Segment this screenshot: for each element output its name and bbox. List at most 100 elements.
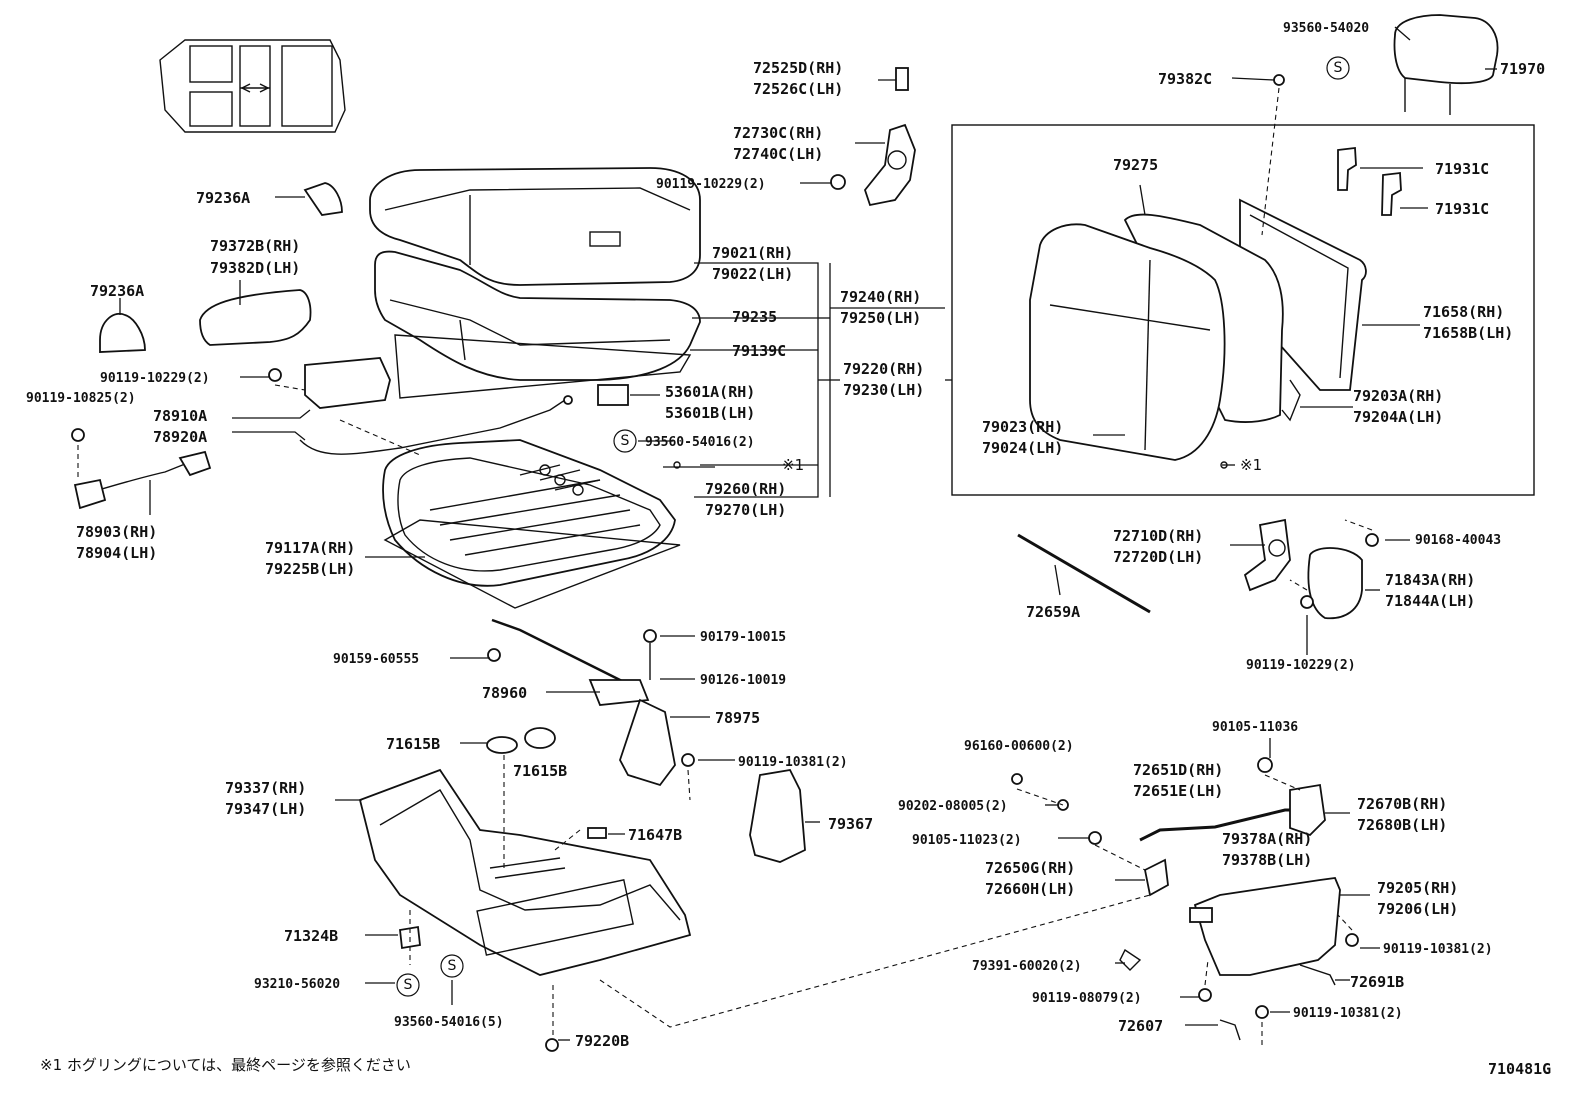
- label-90179-10015: 90179-10015: [700, 630, 786, 645]
- label-90105-11023: 90105-11023(2): [912, 833, 1022, 848]
- s-symbol-2: S: [613, 429, 637, 453]
- label-93560-54016-2: 93560-54016(2): [645, 435, 755, 450]
- s-symbols: S S S S: [396, 56, 1350, 997]
- label-72691B: 72691B: [1350, 973, 1404, 991]
- recliner-linkage: [487, 618, 695, 787]
- label-79236A-top: 79236A: [196, 189, 250, 207]
- label-90159-60555: 90159-60555: [333, 652, 419, 667]
- dashed-reference-lines: [77, 87, 1373, 1045]
- label-79367: 79367: [828, 815, 873, 833]
- label-72526C: 72526C(LH): [753, 80, 843, 98]
- label-78904: 78904(LH): [76, 544, 157, 562]
- figure-code: 710481G: [1488, 1060, 1551, 1078]
- label-79378A: 79378A(RH): [1222, 830, 1312, 848]
- label-72607: 72607: [1118, 1017, 1163, 1035]
- label-78920A: 78920A: [153, 428, 207, 446]
- label-90126-10019: 90126-10019: [700, 673, 786, 688]
- label-71844A: 71844A(LH): [1385, 592, 1475, 610]
- label-79275: 79275: [1113, 156, 1158, 174]
- label-90119-10381-r2: 90119-10381(2): [1293, 1006, 1403, 1021]
- lower-right-parts: [749, 518, 1363, 1041]
- label-90119-10825: 90119-10825(2): [26, 391, 136, 406]
- label-79372B: 79372B(RH): [210, 237, 300, 255]
- label-71615B-b: 71615B: [513, 762, 567, 780]
- seat-frame: [382, 439, 676, 587]
- label-79391-60020: 79391-60020(2): [972, 959, 1082, 974]
- label-53601A: 53601A(RH): [665, 383, 755, 401]
- hog-ring-marks: [673, 461, 1228, 469]
- label-78960: 78960: [482, 684, 527, 702]
- leader-lines: [119, 26, 1497, 1041]
- label-79220B: 79220B: [575, 1032, 629, 1050]
- label-72651D: 72651D(RH): [1133, 761, 1223, 779]
- label-72659A: 72659A: [1026, 603, 1080, 621]
- fasteners: [71, 174, 1379, 1019]
- small-parts: [73, 14, 1499, 510]
- label-90202-08005: 90202-08005(2): [898, 799, 1008, 814]
- label-72730C: 72730C(RH): [733, 124, 823, 142]
- label-79270: 79270(LH): [705, 501, 786, 519]
- label-79225B: 79225B(LH): [265, 560, 355, 578]
- label-90119-10229-mid: 90119-10229(2): [100, 371, 210, 386]
- label-90119-10229-right: 90119-10229(2): [1246, 658, 1356, 673]
- part-labels: 93560-54020 71970 72525D(RH) 72526C(LH) …: [26, 21, 1545, 1050]
- seatback-assembly: [1029, 198, 1367, 461]
- label-hog-ring-mark-a: ※1: [782, 456, 804, 474]
- label-78975: 78975: [715, 709, 760, 727]
- label-72740C: 72740C(LH): [733, 145, 823, 163]
- label-71658: 71658(RH): [1423, 303, 1504, 321]
- label-90119-10381-mid: 90119-10381(2): [738, 755, 848, 770]
- footnote: ※1 ホグリングについては、最終ページを参照ください: [40, 1056, 411, 1074]
- label-79382D: 79382D(LH): [210, 259, 300, 277]
- label-71931C-b: 71931C: [1435, 200, 1489, 218]
- label-90105-11036: 90105-11036: [1212, 720, 1298, 735]
- label-79250: 79250(LH): [840, 309, 921, 327]
- label-79382C: 79382C: [1158, 70, 1212, 88]
- s-symbol-4: S: [396, 973, 420, 997]
- label-72650G: 72650G(RH): [985, 859, 1075, 877]
- label-79235: 79235: [732, 308, 777, 326]
- label-72710D: 72710D(RH): [1113, 527, 1203, 545]
- label-90119-10381-r1: 90119-10381(2): [1383, 942, 1493, 957]
- label-78903: 78903(RH): [76, 523, 157, 541]
- svg-text:S: S: [448, 958, 457, 974]
- label-79023: 79023(RH): [982, 418, 1063, 436]
- label-71615B-a: 71615B: [386, 735, 440, 753]
- label-79204A: 79204A(LH): [1353, 408, 1443, 426]
- seat-cushion-assembly: [369, 167, 701, 399]
- label-79220: 79220(RH): [843, 360, 924, 378]
- cushion-under-pad: [383, 519, 681, 609]
- label-79024: 79024(LH): [982, 439, 1063, 457]
- label-71647B: 71647B: [628, 826, 682, 844]
- label-90168-40043: 90168-40043: [1415, 533, 1501, 548]
- label-93560-54016-5: 93560-54016(5): [394, 1015, 504, 1030]
- label-79236A: 79236A: [90, 282, 144, 300]
- seat-bottom-tray: [358, 727, 692, 1052]
- label-79021: 79021(RH): [712, 244, 793, 262]
- label-79205: 79205(RH): [1377, 879, 1458, 897]
- svg-text:S: S: [621, 433, 630, 449]
- label-79260: 79260(RH): [705, 480, 786, 498]
- s-symbol-1: S: [1326, 56, 1350, 80]
- label-93560-54020: 93560-54020: [1283, 21, 1369, 36]
- label-79203A: 79203A(RH): [1353, 387, 1443, 405]
- label-71658B: 71658B(LH): [1423, 324, 1513, 342]
- s-symbol-3: S: [440, 954, 464, 978]
- svg-text:S: S: [1334, 60, 1343, 76]
- label-79117A: 79117A(RH): [265, 539, 355, 557]
- label-72670B: 72670B(RH): [1357, 795, 1447, 813]
- label-71970: 71970: [1500, 60, 1545, 78]
- label-93210-56020: 93210-56020: [254, 977, 340, 992]
- label-72651E: 72651E(LH): [1133, 782, 1223, 800]
- label-71931C-a: 71931C: [1435, 160, 1489, 178]
- label-79206: 79206(LH): [1377, 900, 1458, 918]
- label-72680B: 72680B(LH): [1357, 816, 1447, 834]
- label-90119-10229-top: 90119-10229(2): [656, 177, 766, 192]
- label-79378B: 79378B(LH): [1222, 851, 1312, 869]
- label-79337: 79337(RH): [225, 779, 306, 797]
- label-90119-08079: 90119-08079(2): [1032, 991, 1142, 1006]
- label-hog-ring-mark-b: ※1: [1240, 456, 1262, 474]
- label-79022: 79022(LH): [712, 265, 793, 283]
- seatback-group-box: [951, 124, 1535, 496]
- label-96160-00600: 96160-00600(2): [964, 739, 1074, 754]
